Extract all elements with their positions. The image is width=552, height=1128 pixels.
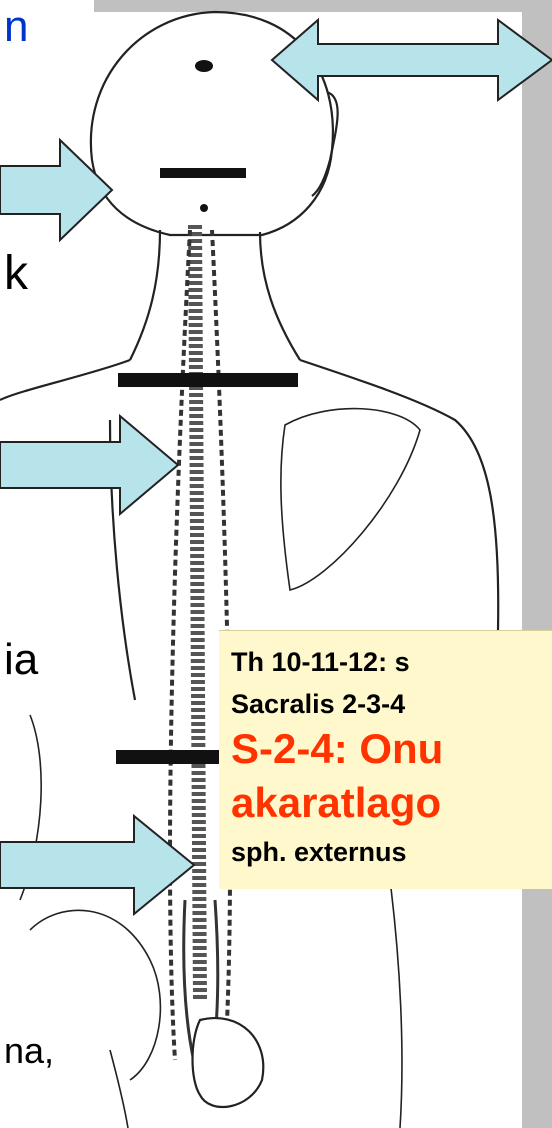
chin-dot: [200, 204, 208, 212]
neck-right: [260, 232, 300, 360]
mouth-mark: [160, 168, 246, 178]
section-bar-lumbar: [116, 750, 232, 764]
shoulder-left: [0, 360, 130, 400]
shoulder-right: [300, 360, 498, 630]
sacrum: [193, 1018, 264, 1107]
callout-line-th: Th 10-11-12: s: [231, 647, 410, 678]
back-lower-left: [110, 1050, 128, 1128]
neck-left: [130, 230, 160, 360]
left-label-top: n: [4, 2, 28, 52]
callout-line-sphincter: sph. externus: [231, 837, 407, 868]
nerve-roots-left: [170, 230, 190, 1060]
arrow-right-sacral-icon: [0, 816, 194, 914]
callout-line-sacralis: Sacralis 2-3-4: [231, 689, 405, 720]
innervation-callout: Th 10-11-12: s Sacralis 2-3-4 S-2-4: Onu…: [219, 630, 552, 889]
callout-line-onuf: S-2-4: Onu: [231, 725, 443, 773]
eye-mark: [195, 60, 213, 72]
left-label-ia: ia: [4, 635, 38, 685]
left-label-na: na,: [4, 1030, 54, 1072]
callout-line-akaratlagos: akaratlago: [231, 779, 441, 827]
leg-right: [390, 880, 402, 1128]
spinal-cord: [195, 225, 200, 1000]
arrow-right-head-icon: [0, 140, 112, 240]
scapula-right: [281, 409, 420, 590]
section-bar-cervical: [118, 373, 298, 387]
arrow-right-cervical-icon: [0, 416, 178, 514]
left-label-k: k: [4, 246, 28, 301]
double-arrow-icon: [272, 20, 552, 100]
